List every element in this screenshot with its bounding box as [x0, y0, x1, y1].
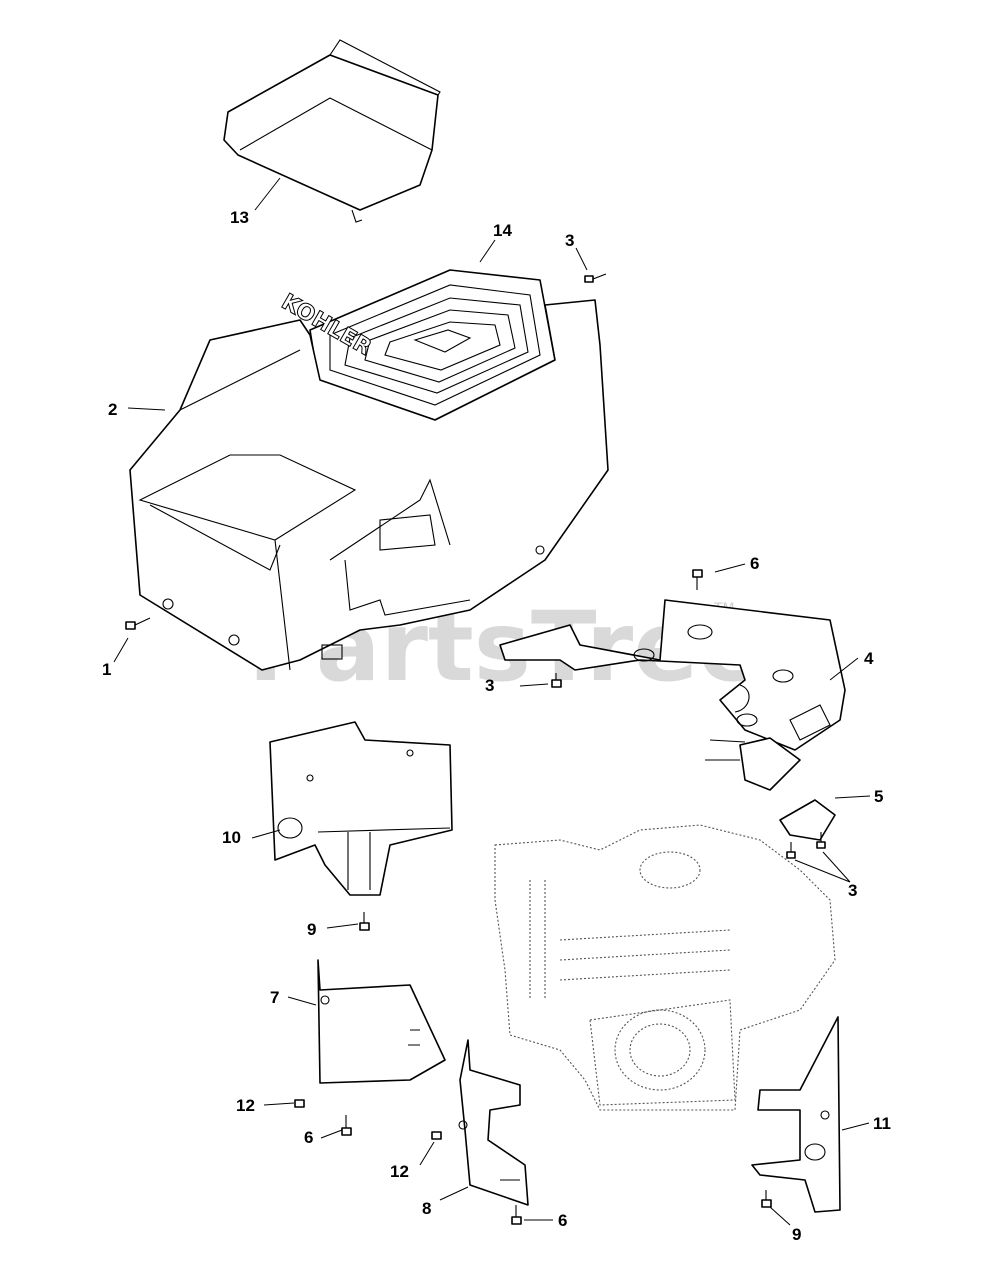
callout-4[interactable]: 4	[864, 649, 874, 668]
callout-3[interactable]: 3	[848, 881, 857, 900]
screw-icon-3c	[786, 842, 796, 859]
callouts: 13 14 3 2 6 1 4 3 5 10 3 9 7 12 6 11 12 …	[102, 208, 891, 1244]
part-5-grommet[interactable]	[705, 737, 836, 841]
callout-9[interactable]: 9	[307, 920, 316, 939]
callout-3[interactable]: 3	[565, 231, 574, 250]
callout-2[interactable]: 2	[108, 400, 117, 419]
screw-icon-3a	[584, 273, 607, 283]
fasteners	[125, 273, 826, 1225]
callout-7[interactable]: 7	[270, 988, 279, 1007]
leader-lines	[113, 177, 871, 1226]
screw-icon-12b	[431, 1131, 442, 1140]
part-7-baffle[interactable]	[317, 959, 446, 1084]
callout-14[interactable]: 14	[493, 221, 512, 240]
callout-10[interactable]: 10	[222, 828, 241, 847]
screw-icon-6c	[511, 1205, 522, 1225]
engine-block-reference	[494, 824, 836, 1111]
screw-icon-12a	[294, 1099, 305, 1108]
screw-icon-9a	[359, 912, 370, 931]
callout-13[interactable]: 13	[230, 208, 249, 227]
callout-1[interactable]: 1	[102, 660, 111, 679]
callout-12[interactable]: 12	[236, 1096, 255, 1115]
callout-6[interactable]: 6	[558, 1211, 567, 1230]
part-11-bracket[interactable]	[751, 1016, 841, 1213]
screw-icon-1	[125, 617, 151, 630]
part-4-baffle[interactable]	[499, 599, 846, 751]
part-13-cover[interactable]	[223, 39, 441, 223]
screw-icon-6a	[692, 569, 703, 590]
callout-8[interactable]: 8	[422, 1199, 431, 1218]
screw-icon-9b	[761, 1190, 772, 1208]
callout-3[interactable]: 3	[485, 676, 494, 695]
callout-6[interactable]: 6	[750, 554, 759, 573]
part-8-bracket[interactable]	[458, 1039, 529, 1206]
screw-icon-3b	[551, 673, 562, 688]
callout-5[interactable]: 5	[874, 787, 883, 806]
callout-9[interactable]: 9	[792, 1225, 801, 1244]
callout-6[interactable]: 6	[304, 1128, 313, 1147]
screw-icon-3d	[816, 832, 826, 849]
callout-11[interactable]: 11	[873, 1114, 891, 1133]
part-14-screen[interactable]	[309, 269, 556, 421]
callout-12[interactable]: 12	[390, 1162, 409, 1181]
part-10-shroud[interactable]	[269, 721, 453, 896]
screw-icon-6b	[341, 1115, 352, 1136]
